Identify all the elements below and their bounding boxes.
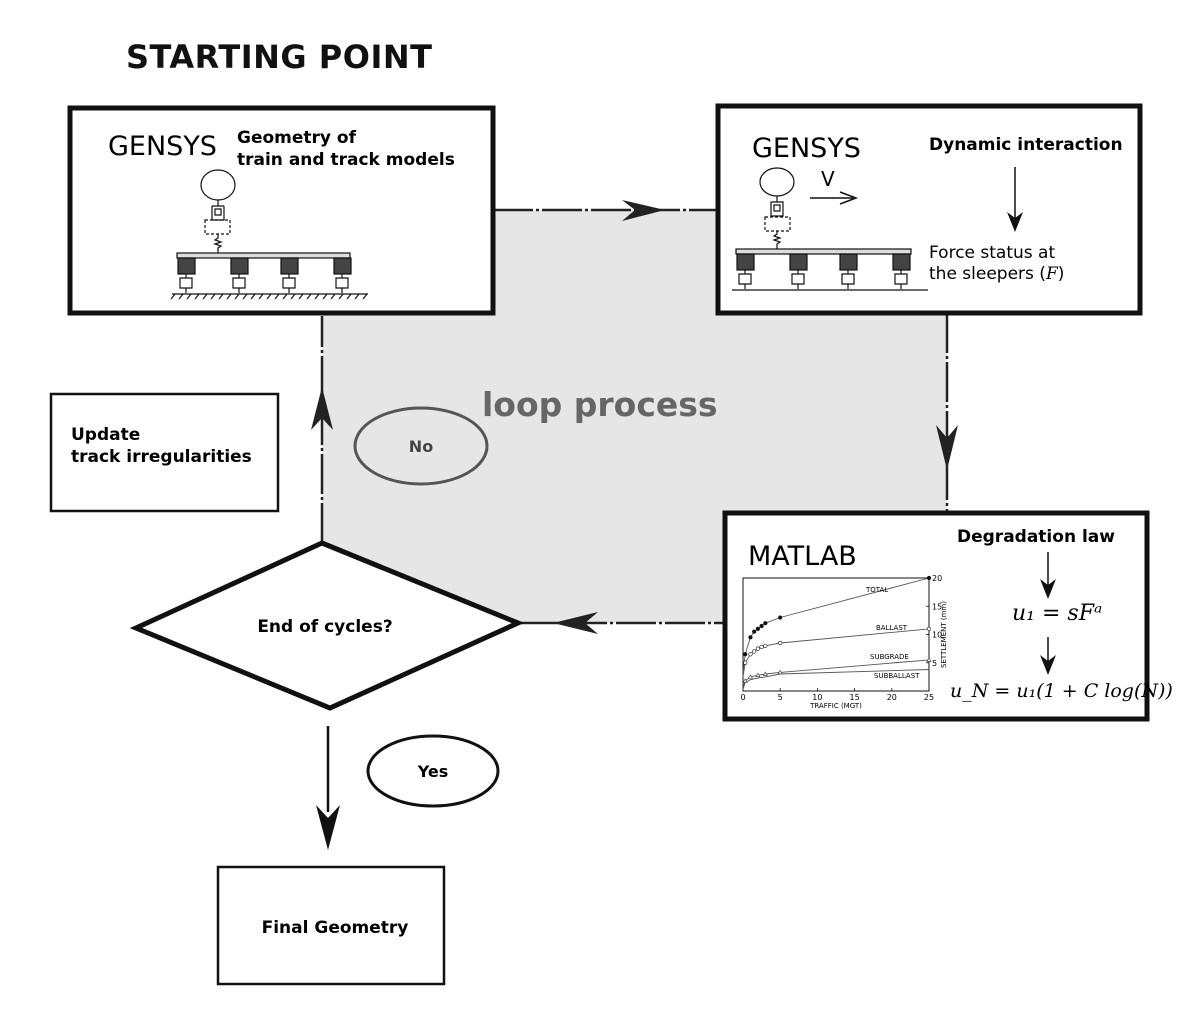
series-point-ballast — [748, 652, 753, 657]
arrow-right-top — [622, 200, 665, 221]
update-box — [49, 392, 280, 513]
gensys-geometry-line2: train and track models — [237, 150, 455, 170]
update-line1: Update — [71, 425, 140, 445]
series-point-total — [743, 652, 748, 657]
x-tick-label: 25 — [924, 693, 934, 702]
gensys-dynamic-tool: GENSYS — [752, 133, 861, 164]
series-point-total — [763, 621, 768, 626]
series-label-subgrade: SUBGRADE — [870, 653, 909, 661]
series-point-total — [752, 629, 757, 634]
series-label-total: TOTAL — [865, 586, 888, 594]
x-tick-label: 0 — [740, 693, 745, 702]
starting-point-title: STARTING POINT — [126, 38, 433, 76]
equation-u1: u₁ = sFᵃ — [1012, 601, 1102, 626]
degradation-law-heading: Degradation law — [957, 527, 1115, 547]
yes-ellipse — [366, 734, 500, 808]
series-line-subballast — [742, 669, 930, 690]
series-point-ballast — [752, 649, 757, 654]
series-point-ballast — [763, 643, 768, 648]
series-point-total — [755, 626, 760, 631]
series-point-total — [748, 635, 753, 640]
series-label-ballast: BALLAST — [876, 624, 908, 632]
update-line2: track irregularities — [71, 447, 252, 467]
no-ellipse — [353, 406, 489, 486]
series-point-subgrade — [926, 657, 932, 662]
series-point-ballast — [759, 644, 764, 650]
series-point-total — [759, 623, 764, 629]
series-point-ballast — [743, 660, 748, 665]
no-label: No — [409, 437, 433, 456]
yes-label: Yes — [417, 762, 449, 781]
series-point-ballast — [755, 646, 760, 651]
dynamic-interaction-heading: Dynamic interaction — [929, 135, 1123, 155]
velocity-arrowhead — [839, 191, 859, 205]
series-point-subgrade — [747, 674, 753, 679]
arrow-down-right — [936, 425, 958, 470]
end-of-cycles-decision — [129, 540, 525, 711]
loop-process-label: loop process — [482, 385, 718, 424]
gensys-geometry-tool: GENSYS — [108, 131, 217, 162]
arrow-up-left — [311, 387, 333, 430]
gensys-dynamic-box — [715, 103, 1143, 316]
series-point-ballast — [926, 626, 932, 631]
series-point-total — [778, 615, 783, 620]
x-tick-label: 20 — [887, 693, 897, 702]
matlab-tool: MATLAB — [748, 541, 857, 572]
series-point-subgrade — [762, 671, 768, 676]
y-tick-label: 10 — [932, 631, 942, 640]
gensys-geometry-box — [67, 105, 496, 316]
x-tick-label: 5 — [778, 693, 783, 702]
force-status-line1: Force status at — [929, 243, 1055, 263]
series-point-total — [926, 575, 932, 581]
decision-label: End of cycles? — [257, 617, 392, 637]
series-point-ballast — [778, 640, 783, 646]
loop-connectors — [320, 208, 949, 625]
y-tick-label: 20 — [932, 574, 942, 583]
train-track-model-icon-2 — [732, 167, 928, 291]
arrow-left-bottom — [553, 612, 598, 634]
series-label-subballast: SUBBALLAST — [874, 672, 920, 680]
equation-uN: u_N = u₁(1 + C log(N)) — [950, 680, 1173, 702]
force-status-line2: the sleepers (F) — [929, 264, 1064, 284]
velocity-label: V — [821, 167, 835, 191]
final-geometry-box — [216, 865, 446, 986]
yes-arrowhead — [316, 805, 340, 850]
gensys-geometry-line1: Geometry of — [237, 128, 357, 148]
y-tick-label: 5 — [932, 659, 937, 668]
x-tick-label: 10 — [812, 693, 822, 702]
y-tick-label: 15 — [932, 602, 942, 611]
y-axis-label: SETTLEMENT (mm) — [940, 601, 948, 668]
final-geometry-label: Final Geometry — [262, 918, 409, 938]
series-point-subgrade — [755, 672, 761, 677]
x-tick-label: 15 — [850, 693, 860, 702]
train-track-model-icon — [170, 169, 368, 300]
x-axis-label: TRAFFIC (MGT) — [809, 702, 862, 710]
